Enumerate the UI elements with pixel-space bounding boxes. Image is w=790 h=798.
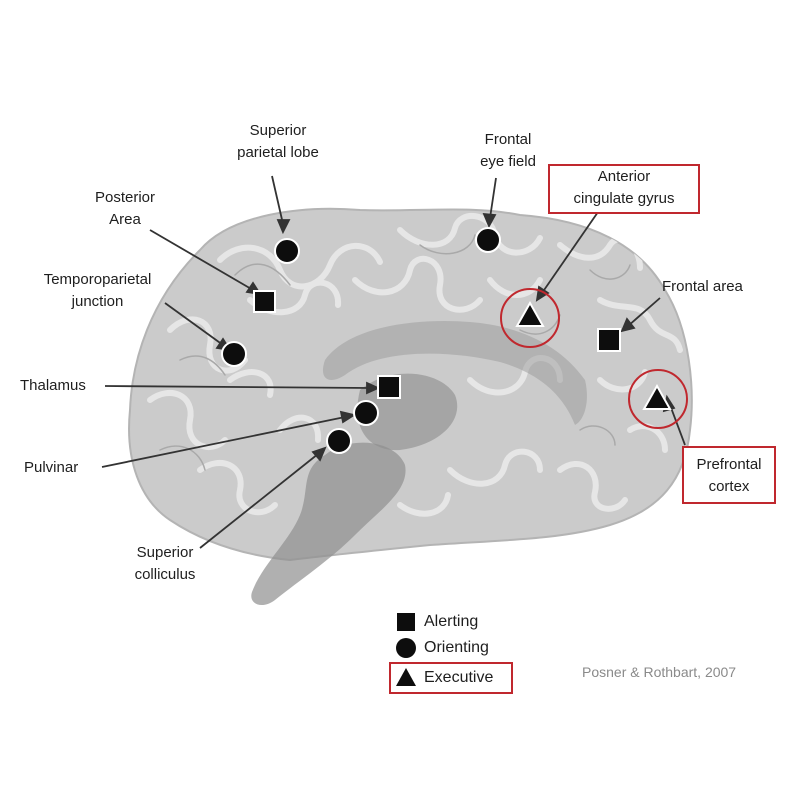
label-temporoparietal-junction: Temporoparietal junction bbox=[43, 271, 152, 310]
legend-executive-label: Executive bbox=[424, 669, 494, 686]
markers bbox=[221, 227, 672, 454]
label-thalamus: Thalamus bbox=[20, 377, 86, 394]
legend-alerting-label: Alerting bbox=[424, 613, 479, 630]
marker-prefrontal-cortex bbox=[642, 383, 672, 410]
marker-frontal-eye-field bbox=[475, 227, 501, 253]
legend-circle-icon bbox=[396, 638, 416, 658]
highlight-circle-acg bbox=[500, 288, 560, 348]
highlight-circles bbox=[500, 288, 688, 429]
label-frontal-eye-field: Frontal eye field bbox=[480, 131, 536, 170]
citation: Posner & Rothbart, 2007 bbox=[582, 664, 737, 680]
legend-executive-highlight bbox=[389, 662, 513, 694]
legend-symbols bbox=[396, 613, 416, 686]
brain-gyri bbox=[147, 212, 683, 517]
legend-triangle-icon bbox=[396, 668, 416, 686]
label-pulvinar: Pulvinar bbox=[24, 459, 79, 476]
marker-posterior-area bbox=[253, 290, 276, 313]
label-prefrontal-cortex: Prefrontal cortex bbox=[682, 446, 776, 504]
label-posterior-area: Posterior Area bbox=[94, 189, 156, 228]
brainstem bbox=[251, 442, 406, 606]
label-anterior-cingulate-gyrus: Anterior cingulate gyrus bbox=[548, 164, 700, 214]
marker-superior-parietal-lobe bbox=[274, 238, 300, 264]
marker-temporoparietal-junction bbox=[221, 341, 247, 367]
marker-thalamus bbox=[377, 375, 401, 399]
highlight-circle-pfc bbox=[628, 369, 688, 429]
legend-orienting: Orienting bbox=[424, 636, 489, 660]
marker-pulvinar bbox=[353, 400, 379, 426]
legend-square-icon bbox=[397, 613, 415, 631]
corpus-callosum bbox=[322, 320, 587, 425]
legend-orienting-label: Orienting bbox=[424, 639, 489, 656]
marker-anterior-cingulate-gyrus bbox=[515, 300, 545, 327]
marker-superior-colliculus bbox=[326, 428, 352, 454]
marker-frontal-area bbox=[597, 328, 621, 352]
label-frontal-area: Frontal area bbox=[662, 278, 743, 295]
label-superior-parietal-lobe: Superior parietal lobe bbox=[237, 122, 319, 161]
legend-alerting: Alerting bbox=[424, 610, 478, 634]
legend-executive: Executive bbox=[424, 666, 493, 690]
label-superior-colliculus: Superior colliculus bbox=[134, 544, 196, 583]
